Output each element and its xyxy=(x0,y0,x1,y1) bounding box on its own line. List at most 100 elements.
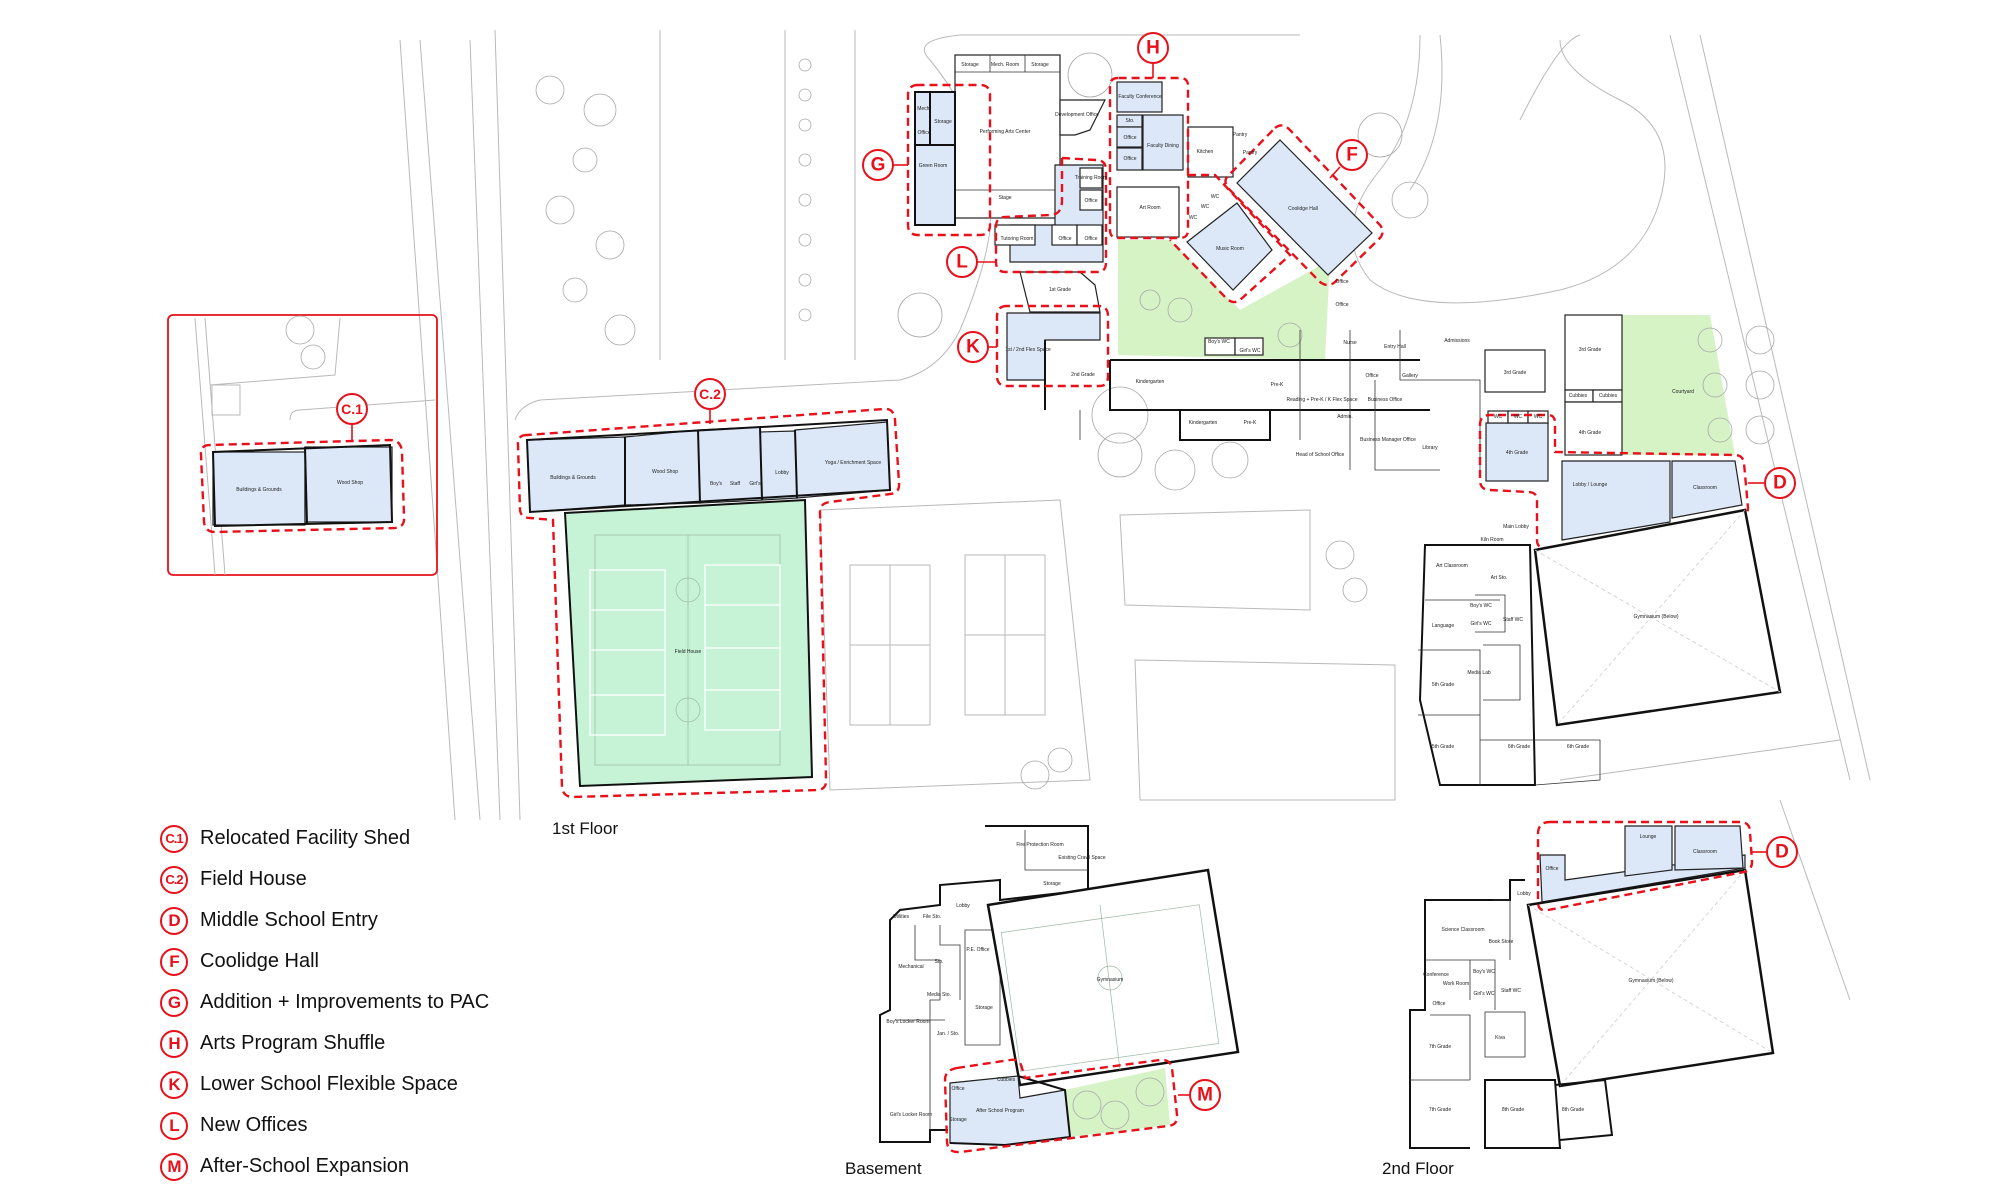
legend-badge: G xyxy=(160,988,188,1017)
marker-f[interactable]: F xyxy=(1336,139,1368,171)
room-label: Courtyard xyxy=(1672,389,1694,395)
room-label: Office xyxy=(1546,866,1559,872)
room-label: WC xyxy=(1211,194,1220,200)
marker-label: C.2 xyxy=(699,386,721,402)
marker-label: D xyxy=(1773,473,1787,494)
room-label: Girl's WC xyxy=(1240,348,1261,354)
room-label: Gymnasium (Below) xyxy=(1628,978,1673,984)
room-label: Lounge xyxy=(1640,834,1657,840)
room-label: Cubbies xyxy=(1599,393,1618,399)
room-label: After School Program xyxy=(976,1108,1024,1114)
room-label: Boy's Locker Room xyxy=(886,1019,929,1025)
floor-label-second: 2nd Floor xyxy=(1382,1159,1454,1178)
field-house-courts xyxy=(589,534,781,766)
room-label: Mech. xyxy=(917,106,931,112)
room-label: Coolidge Hall xyxy=(1288,206,1318,212)
room-label: Office xyxy=(1366,373,1379,379)
room-label: Faculty Conference xyxy=(1118,94,1162,100)
room-label: Office xyxy=(952,1086,965,1092)
room-label: Staff xyxy=(730,481,741,487)
room-label: 5th Grade xyxy=(1432,682,1454,688)
lower-school-area xyxy=(988,304,1481,471)
room-label: Admin. xyxy=(1337,414,1353,420)
room-label: Staff WC xyxy=(1503,617,1523,623)
room-label: Language xyxy=(1432,623,1454,629)
room-label: Pre-K xyxy=(1244,420,1257,426)
room-label: Yoga / Enrichment Space xyxy=(825,460,881,466)
room-label: Storage xyxy=(949,1117,967,1123)
room-label: 7th Grade xyxy=(1429,1044,1451,1050)
legend-label: Relocated Facility Shed xyxy=(200,827,411,849)
room-label: Storage xyxy=(1031,62,1049,68)
room-label: Kindergarten xyxy=(1189,420,1218,426)
marker-c2[interactable]: C.2 xyxy=(694,378,726,410)
room-label: Pre-K xyxy=(1271,382,1284,388)
room-label: 6th Grade xyxy=(1508,744,1530,750)
room-label: Entry Hall xyxy=(1384,344,1406,350)
room-label: Office xyxy=(918,130,931,136)
room-label: 8th Grade xyxy=(1502,1107,1524,1113)
legend-label: Middle School Entry xyxy=(200,909,378,931)
room-label: Lobby xyxy=(956,903,970,909)
room-label: 3rd Grade xyxy=(1504,370,1527,376)
room-label: Office xyxy=(1336,279,1349,285)
room-label: WC xyxy=(1534,414,1543,420)
room-label: Office xyxy=(1085,236,1098,242)
room-label: Art Sto. xyxy=(1491,575,1508,581)
room-label: Kiln Room xyxy=(1480,537,1503,543)
parking-islands xyxy=(798,58,812,322)
room-label: File Sto. xyxy=(923,914,941,920)
room-label: Office xyxy=(1085,198,1098,204)
room-label: Faculty Dining xyxy=(1147,143,1179,149)
room-label: Boy's WC xyxy=(1473,969,1495,975)
room-label: P.E. Office xyxy=(966,947,989,953)
legend-badge: C.2 xyxy=(160,865,188,894)
marker-d[interactable]: D xyxy=(1764,467,1796,499)
room-label: WC xyxy=(1201,204,1210,210)
room-label: 5th Grade xyxy=(1432,744,1454,750)
room-label: Art Classroom xyxy=(1436,563,1468,569)
room-label: Sto. xyxy=(935,959,944,965)
legend-label: Arts Program Shuffle xyxy=(200,1032,386,1054)
marker-m[interactable]: M xyxy=(1189,1079,1221,1111)
marker-h[interactable]: H xyxy=(1137,32,1169,64)
room-label: Admissions xyxy=(1444,338,1470,344)
room-label: Wood Shop xyxy=(337,480,363,486)
marker-label: K xyxy=(966,337,980,358)
room-label: 4th Grade xyxy=(1579,430,1601,436)
room-label: Cubbies xyxy=(1569,393,1588,399)
room-label: Office xyxy=(1124,156,1137,162)
room-label: Training Room xyxy=(1075,175,1108,181)
marker-k[interactable]: K xyxy=(957,331,989,363)
room-label: Boy's WC xyxy=(1470,603,1492,609)
room-label: Tutoring Room xyxy=(1001,236,1034,242)
room-label: Classroom xyxy=(1693,849,1717,855)
room-label: Girl's Locker Room xyxy=(890,1112,932,1118)
room-label: Development Office xyxy=(1055,112,1099,118)
marker-d-second-floor[interactable]: D xyxy=(1766,836,1798,868)
marker-g[interactable]: G xyxy=(862,149,894,181)
room-label: 8th Grade xyxy=(1562,1107,1584,1113)
gymnasium-second-floor xyxy=(1526,868,1775,1088)
room-label: 3rd Grade xyxy=(1579,347,1602,353)
marker-label: D xyxy=(1775,842,1789,863)
room-label: Kiva xyxy=(1495,1035,1505,1041)
room-label: Cubbies xyxy=(997,1077,1016,1083)
marker-label: L xyxy=(956,252,968,273)
middle-school-area xyxy=(1418,314,1782,786)
room-label: Lobby / Lounge xyxy=(1573,482,1608,488)
room-label: Conference xyxy=(1423,972,1449,978)
marker-c1[interactable]: C.1 xyxy=(336,393,368,425)
room-label: 1st Grade xyxy=(1049,287,1071,293)
legend-badge: K xyxy=(160,1070,188,1099)
marker-label: H xyxy=(1146,38,1160,59)
marker-l[interactable]: L xyxy=(946,246,978,278)
